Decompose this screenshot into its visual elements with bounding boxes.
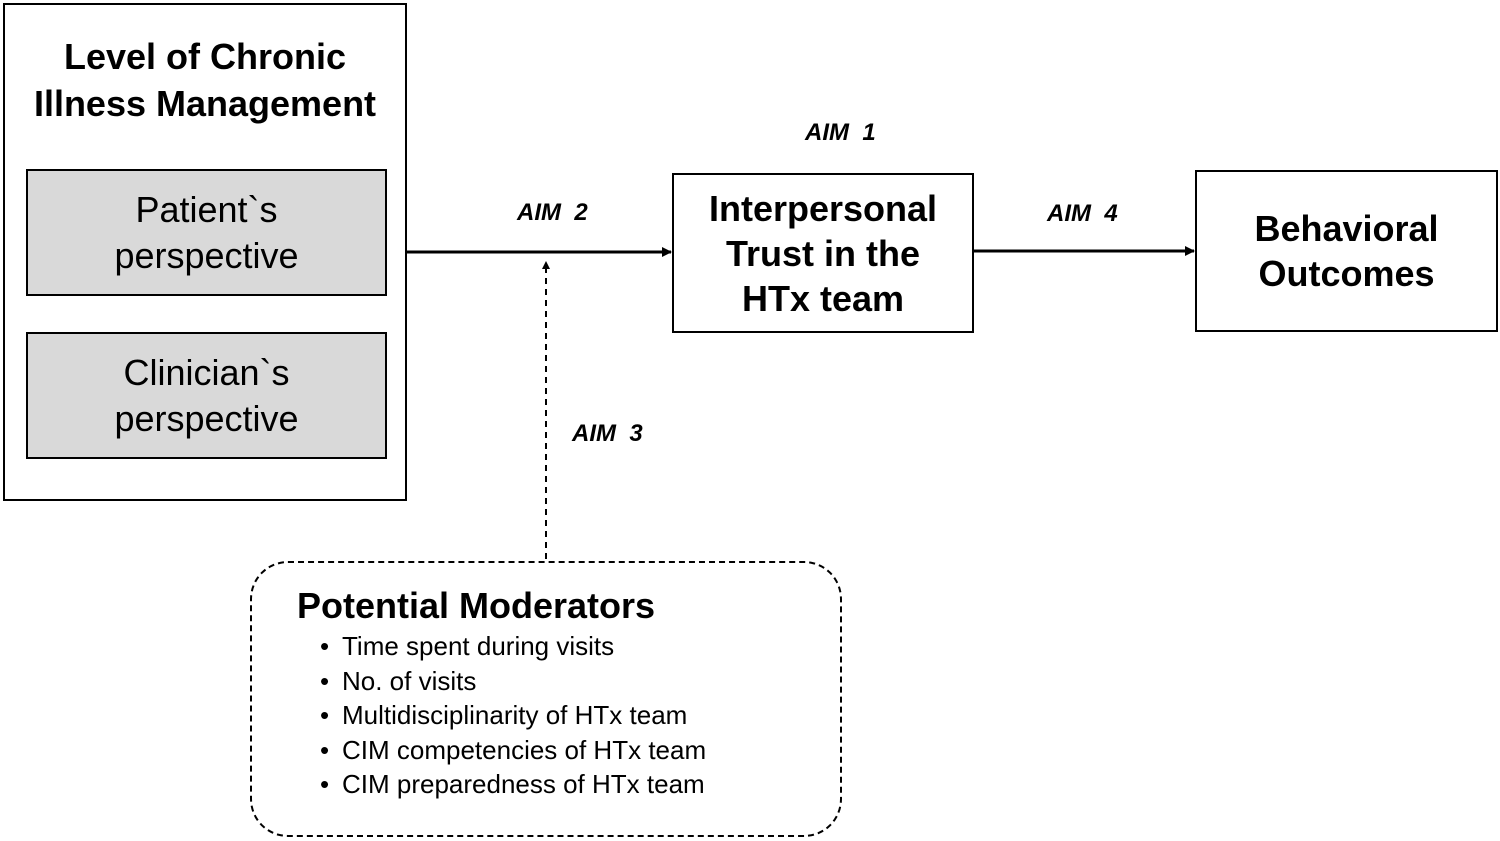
- list-item: • CIM preparedness of HTx team: [320, 767, 706, 802]
- behavioral-outcomes-box: Behavioral Outcomes: [1195, 170, 1498, 332]
- title-line-2: Illness Management: [33, 83, 377, 124]
- moderator-text: Multidisciplinarity of HTx team: [342, 700, 688, 730]
- patient-line-2: perspective: [114, 234, 299, 276]
- trust-line-2: Trust in the: [725, 232, 920, 274]
- aim-4-label: AIM 4: [1047, 200, 1118, 227]
- interpersonal-trust-box: Interpersonal Trust in the HTx team: [672, 173, 974, 333]
- patient-line-1: Patient`s: [135, 188, 278, 230]
- moderators-list: • Time spent during visits • No. of visits…: [320, 629, 706, 802]
- bullet-icon: •: [320, 631, 330, 661]
- bullet-icon: •: [320, 769, 330, 799]
- patient-perspective-box: Patient`s perspective: [26, 169, 387, 296]
- bullet-icon: •: [320, 734, 330, 765]
- list-item: • Time spent during visits: [320, 629, 706, 664]
- outcomes-line-1: Behavioral: [1254, 208, 1439, 249]
- outcomes-line-2: Outcomes: [1258, 253, 1435, 294]
- list-item: • No. of visits: [320, 664, 706, 699]
- moderator-text: CIM competencies of HTx team: [342, 734, 707, 765]
- list-item: • CIM competencies of HTx team: [320, 733, 706, 768]
- aim-2-label: AIM 2: [517, 199, 588, 226]
- moderator-text: No. of visits: [342, 665, 477, 696]
- moderator-text: CIM preparedness of HTx team: [342, 769, 705, 799]
- aim-1-label: AIM 1: [805, 119, 876, 146]
- moderator-text: Time spent during visits: [342, 631, 615, 661]
- potential-moderators-box: Potential Moderators • Time spent during …: [250, 561, 842, 837]
- trust-line-3: HTx team: [741, 277, 905, 319]
- trust-line-1: Interpersonal: [708, 187, 938, 229]
- bullet-icon: •: [320, 665, 330, 696]
- clinician-line-1: Clinician`s: [123, 351, 290, 393]
- moderators-title: Potential Moderators: [297, 585, 656, 626]
- title-line-1: Level of Chronic: [63, 36, 347, 77]
- aim-3-label: AIM 3: [572, 420, 643, 447]
- bullet-icon: •: [320, 700, 330, 730]
- clinician-line-2: perspective: [114, 397, 299, 439]
- chronic-illness-management-title: Level of Chronic Illness Management: [5, 33, 405, 127]
- list-item: • Multidisciplinarity of HTx team: [320, 698, 706, 733]
- clinician-perspective-box: Clinician`s perspective: [26, 332, 387, 459]
